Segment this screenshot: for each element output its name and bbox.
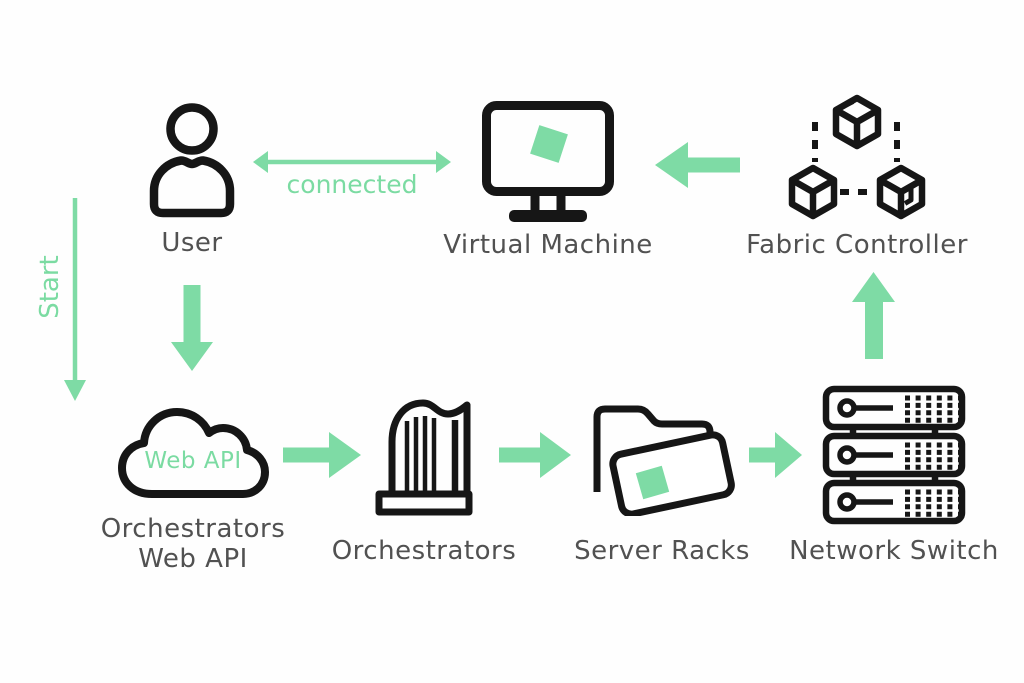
- node-user-label: User: [161, 228, 223, 258]
- node-virtual-machine: Virtual Machine: [443, 100, 652, 260]
- orchestrators-to-racks-arrow: [499, 432, 571, 478]
- node-orchestrators-web-api-label: Orchestrators Web API: [100, 514, 286, 574]
- server-stack-icon: [822, 385, 966, 525]
- start-arrow: [64, 198, 86, 401]
- user-to-webapi-arrow: [171, 285, 213, 371]
- connected-arrow-label: connected: [286, 170, 418, 199]
- webapi-to-orchestrators-arrow: [283, 432, 361, 478]
- node-server-racks-label: Server Racks: [574, 536, 750, 566]
- harp-icon: [375, 399, 473, 516]
- start-arrow-label: Start: [35, 255, 65, 319]
- linked-cubes-icon: [788, 94, 926, 220]
- node-orchestrators-web-api: Web API Orchestrators Web API: [98, 398, 288, 574]
- cloud-icon: [118, 408, 269, 498]
- node-user: User: [132, 102, 252, 258]
- web-api-badge: Web API: [144, 448, 242, 474]
- monitor-icon: [482, 101, 614, 222]
- node-fabric-controller: Fabric Controller: [746, 92, 967, 260]
- fabric-to-vm-arrow: [655, 142, 740, 188]
- racks-to-switch-arrow: [749, 432, 802, 478]
- switch-to-fabric-arrow: [852, 272, 895, 359]
- node-server-racks: Server Racks: [562, 400, 762, 566]
- open-folder-icon: [593, 405, 735, 518]
- node-orchestrators: Orchestrators: [326, 390, 522, 566]
- node-orchestrators-label: Orchestrators: [331, 536, 517, 566]
- connected-arrow: [253, 151, 451, 173]
- node-fabric-controller-label: Fabric Controller: [746, 230, 968, 260]
- user-icon: [149, 103, 235, 218]
- node-network-switch-label: Network Switch: [789, 536, 999, 566]
- node-network-switch: Network Switch: [789, 384, 998, 566]
- node-virtual-machine-label: Virtual Machine: [443, 230, 653, 260]
